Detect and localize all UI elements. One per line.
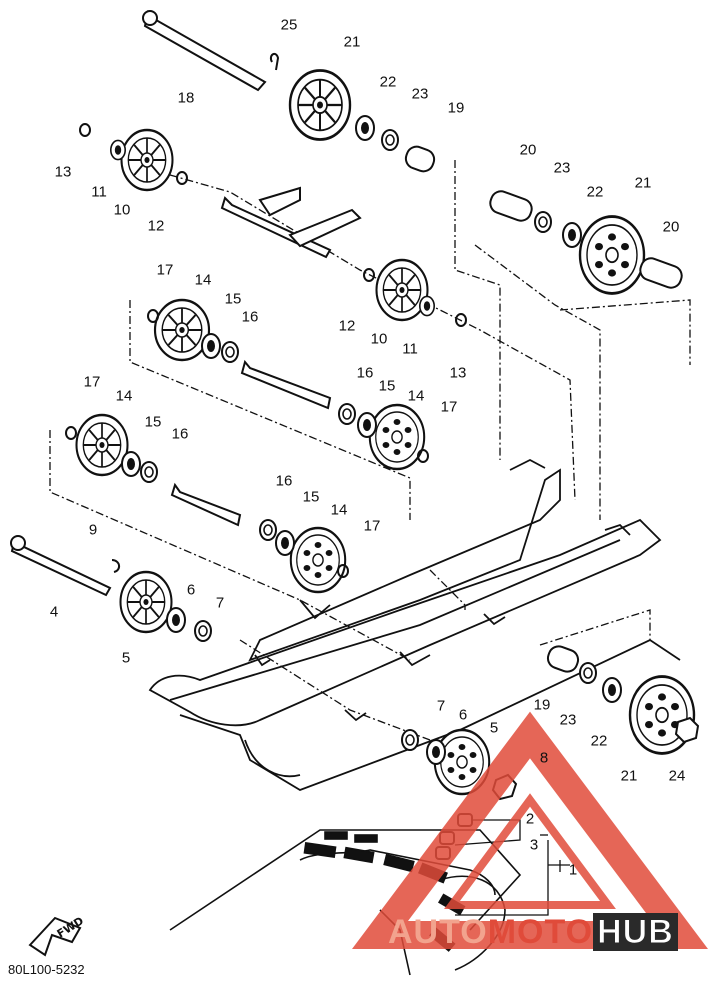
watermark-part1: AUTO (388, 913, 488, 951)
part-label-22a: 22 (379, 73, 397, 91)
part-label-16d: 16 (275, 472, 293, 490)
part-label-6a: 6 (186, 581, 196, 599)
part-label-15c: 15 (144, 413, 162, 431)
fwd-arrow-icon: FWD (28, 914, 86, 957)
watermark-part3: HUB (593, 913, 678, 952)
part-label-6b: 6 (458, 706, 468, 724)
part-label-1: 1 (568, 861, 578, 879)
part-label-12a: 12 (147, 217, 165, 235)
part-label-15b: 15 (378, 377, 396, 395)
part-label-23b: 23 (553, 159, 571, 177)
part-label-5a: 5 (121, 649, 131, 667)
part-label-2: 2 (525, 810, 535, 828)
drawing-code: 80L100-5232 (8, 962, 85, 977)
part-label-14b: 14 (407, 387, 425, 405)
watermark-logo (352, 711, 708, 949)
part-label-14c: 14 (115, 387, 133, 405)
part-label-14a: 14 (194, 271, 212, 289)
part-label-10a: 10 (113, 201, 131, 219)
part-label-17a: 17 (156, 261, 174, 279)
part-label-5b: 5 (489, 719, 499, 737)
part-label-16c: 16 (171, 425, 189, 443)
part-label-17d: 17 (363, 517, 381, 535)
part-label-17c: 17 (83, 373, 101, 391)
part-label-12b: 12 (338, 317, 356, 335)
part-label-24: 24 (668, 767, 686, 785)
part-label-16b: 16 (356, 364, 374, 382)
part-label-19a: 19 (447, 99, 465, 117)
part-label-21b: 21 (634, 174, 652, 192)
part-label-19b: 19 (533, 696, 551, 714)
part-label-23a: 23 (411, 85, 429, 103)
part-label-15d: 15 (302, 488, 320, 506)
part-label-17b: 17 (440, 398, 458, 416)
part-label-8: 8 (539, 749, 549, 767)
part-label-3: 3 (529, 836, 539, 854)
part-label-20b: 20 (662, 218, 680, 236)
part-label-23c: 23 (559, 711, 577, 729)
part-label-7b: 7 (436, 697, 446, 715)
part-label-22b: 22 (586, 183, 604, 201)
part-label-22c: 22 (590, 732, 608, 750)
part-label-10b: 10 (370, 330, 388, 348)
watermark-part2: MOTO (487, 913, 594, 951)
part-label-13b: 13 (449, 364, 467, 382)
part-label-15a: 15 (224, 290, 242, 308)
part-label-11b: 11 (402, 340, 418, 358)
part-label-11a: 11 (91, 183, 107, 201)
part-label-20a: 20 (519, 141, 537, 159)
part-label-16a: 16 (241, 308, 259, 326)
part-label-21c: 21 (620, 767, 638, 785)
part-label-21a: 21 (343, 33, 361, 51)
part-label-9: 9 (88, 521, 98, 539)
part-label-18: 18 (177, 89, 195, 107)
part-label-7a: 7 (215, 594, 225, 612)
part-label-14d: 14 (330, 501, 348, 519)
part-label-25a: 25 (280, 16, 298, 34)
part-label-13a: 13 (54, 163, 72, 181)
part-label-4: 4 (49, 603, 59, 621)
